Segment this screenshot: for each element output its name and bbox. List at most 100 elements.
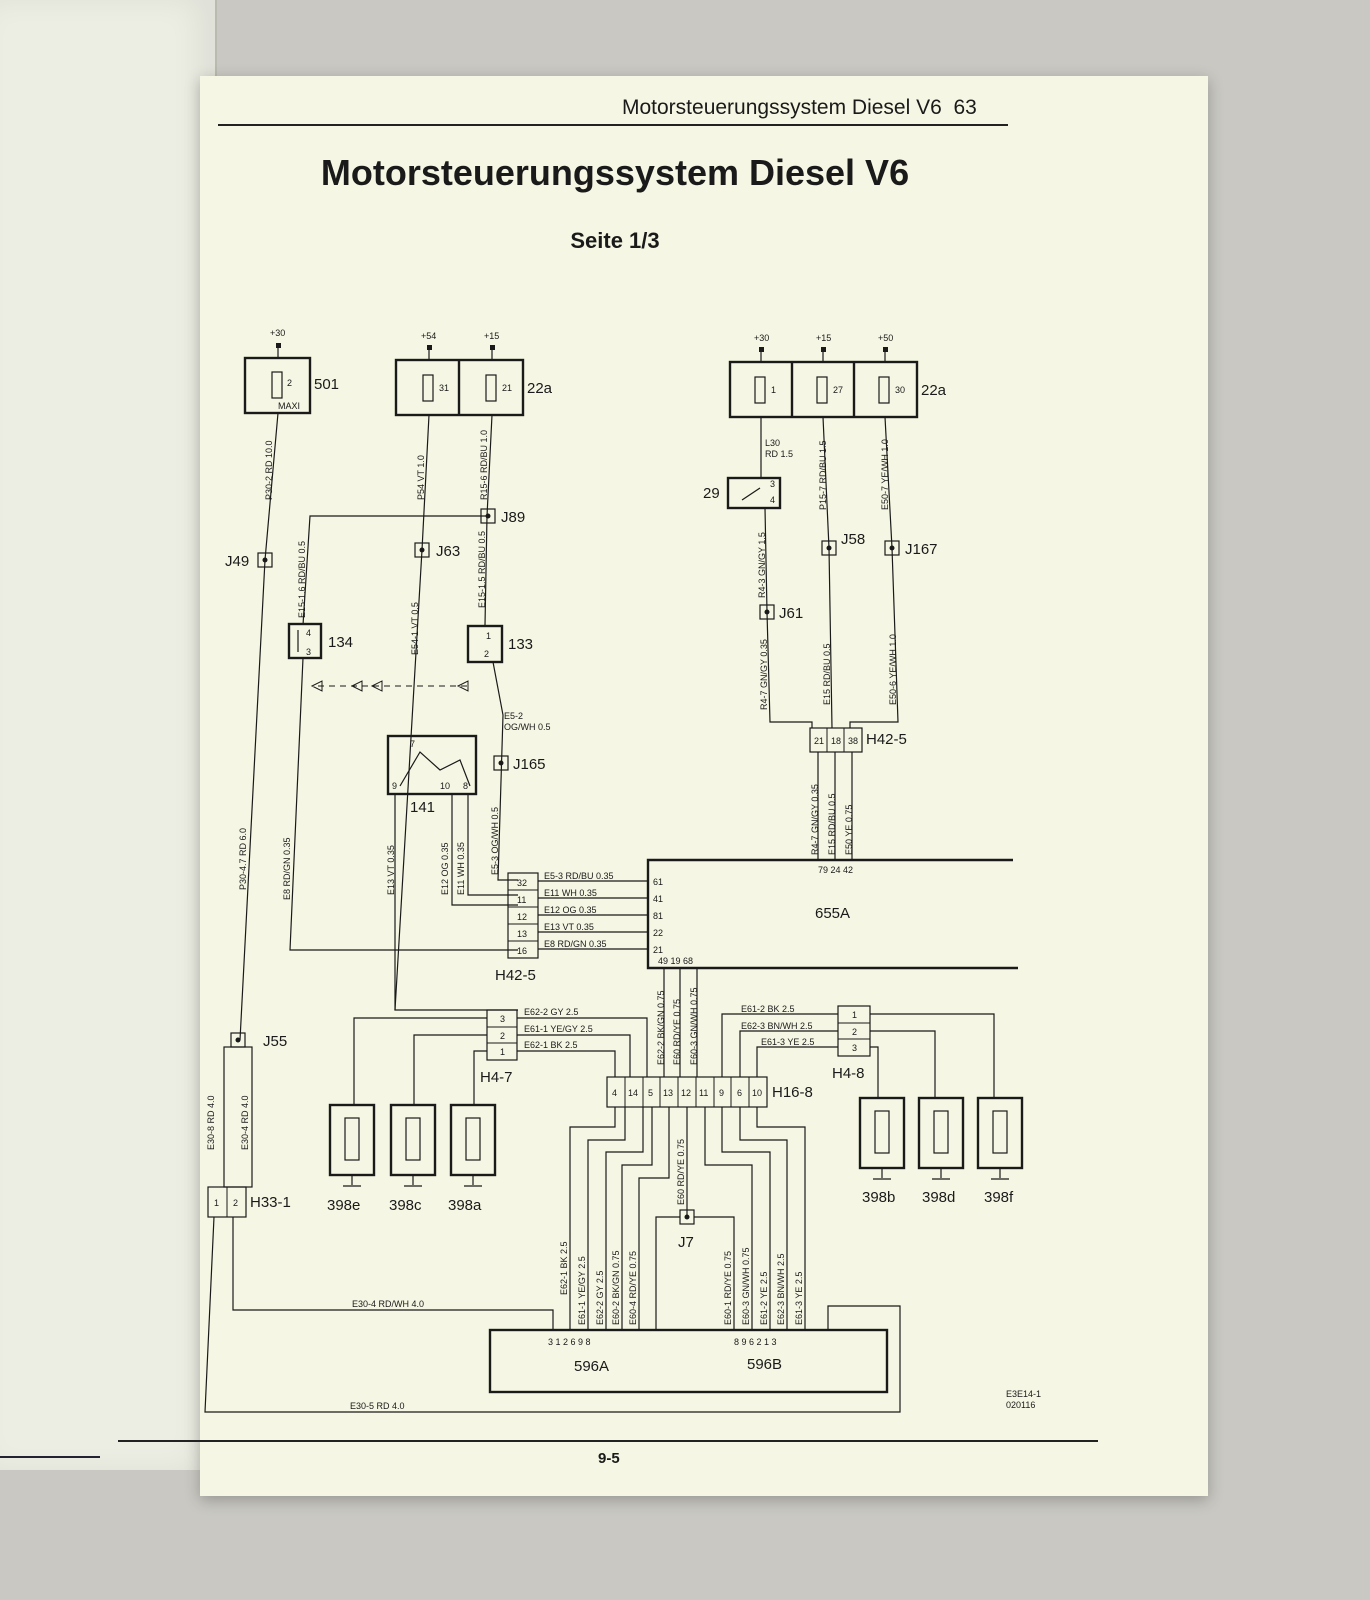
pin-label: 12 bbox=[681, 1088, 691, 1098]
junction-j49-label: J49 bbox=[225, 553, 249, 570]
reference-code: 020116 bbox=[1006, 1400, 1035, 1410]
junction-j7-label: J7 bbox=[678, 1234, 694, 1251]
pin-label: 11 bbox=[699, 1088, 708, 1098]
fuse-symbol bbox=[485, 374, 497, 402]
left-page-rule bbox=[0, 1456, 100, 1458]
connector-h16-8-label: H16-8 bbox=[772, 1084, 813, 1101]
pin-label: 2 bbox=[500, 1031, 505, 1041]
glow-plug-398f bbox=[976, 1096, 1024, 1180]
wire-label: R4-7 GN/GY 0.35 bbox=[810, 784, 820, 855]
pin-label: 10 bbox=[440, 781, 450, 791]
junction-j55 bbox=[230, 1032, 246, 1048]
pin-label: 1 bbox=[486, 631, 491, 641]
wire-label: E60-2 BK/GN 0.75 bbox=[611, 1250, 621, 1325]
fuse-27-label: 27 bbox=[833, 385, 843, 395]
component-398e-label: 398e bbox=[327, 1197, 360, 1214]
pin-label: 7 bbox=[410, 739, 415, 749]
pin-label: 3 bbox=[500, 1014, 505, 1024]
junction-j89 bbox=[480, 508, 496, 524]
connector-h42-5-label: H42-5 bbox=[495, 967, 536, 984]
wire-label: R15-6 RD/BU 1.0 bbox=[479, 430, 489, 500]
running-title: Motorsteuerungssystem Diesel V6 bbox=[622, 96, 942, 119]
supply-label: +50 bbox=[878, 333, 893, 343]
glow-plug-398b bbox=[858, 1096, 906, 1180]
wire-label: E15 RD/BU 0.5 bbox=[822, 643, 832, 705]
wire-label: E30-5 RD 4.0 bbox=[350, 1401, 405, 1411]
supply-label: +30 bbox=[754, 333, 769, 343]
junction-j61 bbox=[759, 604, 775, 620]
wire-label: E13 VT 0.35 bbox=[544, 922, 594, 932]
fuse-1-label: 1 bbox=[771, 385, 776, 395]
pin-label: 10 bbox=[752, 1088, 762, 1098]
junction-j61-label: J61 bbox=[779, 605, 803, 622]
wire-label: E60 RD/YE 0.75 bbox=[672, 999, 682, 1065]
pin-label: 1 bbox=[852, 1010, 857, 1020]
relay-29 bbox=[726, 476, 782, 510]
pin-label: 3 bbox=[306, 647, 311, 657]
component-22a-label: 22a bbox=[921, 382, 947, 399]
junction-j63 bbox=[414, 542, 430, 558]
supply-label: +15 bbox=[484, 331, 499, 341]
pin-label: 16 bbox=[517, 946, 527, 956]
wire-label: P54 VT 1.0 bbox=[416, 455, 426, 500]
wire-label: OG/WH 0.5 bbox=[504, 722, 551, 732]
manual-page bbox=[200, 76, 1208, 1496]
pin-label: 21 bbox=[814, 736, 824, 746]
junction-j58-label: J58 bbox=[841, 531, 865, 548]
wire-label: E50-7 YE/WH 1.0 bbox=[880, 439, 890, 510]
wire-label: E30-4 RD 4.0 bbox=[240, 1095, 250, 1150]
wire-label: E62-2 BK/GN 0.75 bbox=[656, 990, 666, 1065]
wire-label: E5-3 OG/WH 0.5 bbox=[490, 807, 500, 875]
component-398a-label: 398a bbox=[448, 1197, 482, 1214]
pin-label: 5 bbox=[648, 1088, 653, 1098]
component-141-label: 141 bbox=[410, 799, 435, 816]
pin-label: 13 bbox=[517, 929, 527, 939]
component-398b-label: 398b bbox=[862, 1189, 895, 1206]
component-398f-label: 398f bbox=[984, 1189, 1014, 1206]
wire-label: E15-1.5 RD/BU 0.5 bbox=[477, 531, 487, 608]
connector-h42-5-top bbox=[809, 727, 863, 753]
supply-label: +54 bbox=[421, 331, 436, 341]
wire-label: E60-3 GN/WH 0.75 bbox=[741, 1247, 751, 1325]
wire-label: P15-7 RD/BU 1.5 bbox=[818, 440, 828, 510]
wire-label: E61-3 YE 2.5 bbox=[794, 1272, 804, 1325]
fuse-maxi-label: MAXI bbox=[278, 401, 300, 411]
wire-label: R4-7 GN/GY 0.35 bbox=[759, 639, 769, 710]
pin-label: 4 bbox=[306, 628, 311, 638]
pin-label: 1 bbox=[214, 1198, 219, 1208]
pin-label: 12 bbox=[517, 912, 527, 922]
fuse-30-label: 30 bbox=[895, 385, 905, 395]
wire-label: E13 VT 0.35 bbox=[386, 845, 396, 895]
junction-j49 bbox=[257, 552, 273, 568]
footer-page-ref: 9-5 bbox=[598, 1450, 620, 1467]
wire-label: E62-2 GY 2.5 bbox=[524, 1007, 578, 1017]
wire-label: E12 OG 0.35 bbox=[440, 842, 450, 895]
pin-label: 2 bbox=[233, 1198, 238, 1208]
wire-label: E62-1 BK 2.5 bbox=[559, 1241, 569, 1295]
wire-label: E8 RD/GN 0.35 bbox=[544, 939, 607, 949]
fuse-symbol bbox=[878, 376, 890, 404]
fuse-2-label: 2 bbox=[287, 378, 292, 388]
wire-label: E50 YE 0.75 bbox=[844, 805, 854, 855]
fuse-31-label: 31 bbox=[439, 383, 449, 393]
component-398c-label: 398c bbox=[389, 1197, 422, 1214]
fuse-symbol bbox=[271, 371, 283, 399]
wire-label: E60-3 GN/WH 0.75 bbox=[689, 987, 699, 1065]
pin-label: 14 bbox=[628, 1088, 638, 1098]
wire-label: E61-1 YE/GY 2.5 bbox=[524, 1024, 593, 1034]
reference-code: E3E14-1 bbox=[1006, 1389, 1041, 1399]
pin-label: 9 bbox=[719, 1088, 724, 1098]
wire-label: E60-4 RD/YE 0.75 bbox=[628, 1251, 638, 1325]
pin-label: 2 bbox=[484, 649, 489, 659]
connector-h33-1-label: H33-1 bbox=[250, 1194, 291, 1211]
wire-label: E62-1 BK 2.5 bbox=[524, 1040, 578, 1050]
pin-label: 32 bbox=[517, 878, 527, 888]
component-29-label: 29 bbox=[703, 485, 720, 502]
pin-label: 21 bbox=[653, 945, 663, 955]
pin-label: 3 1 2 6 9 8 bbox=[548, 1337, 591, 1347]
wire-label: E61-1 YE/GY 2.5 bbox=[577, 1256, 587, 1325]
pin-label: 4 bbox=[770, 495, 775, 505]
fuse-symbol bbox=[422, 374, 434, 402]
control-unit-596 bbox=[488, 1328, 889, 1394]
